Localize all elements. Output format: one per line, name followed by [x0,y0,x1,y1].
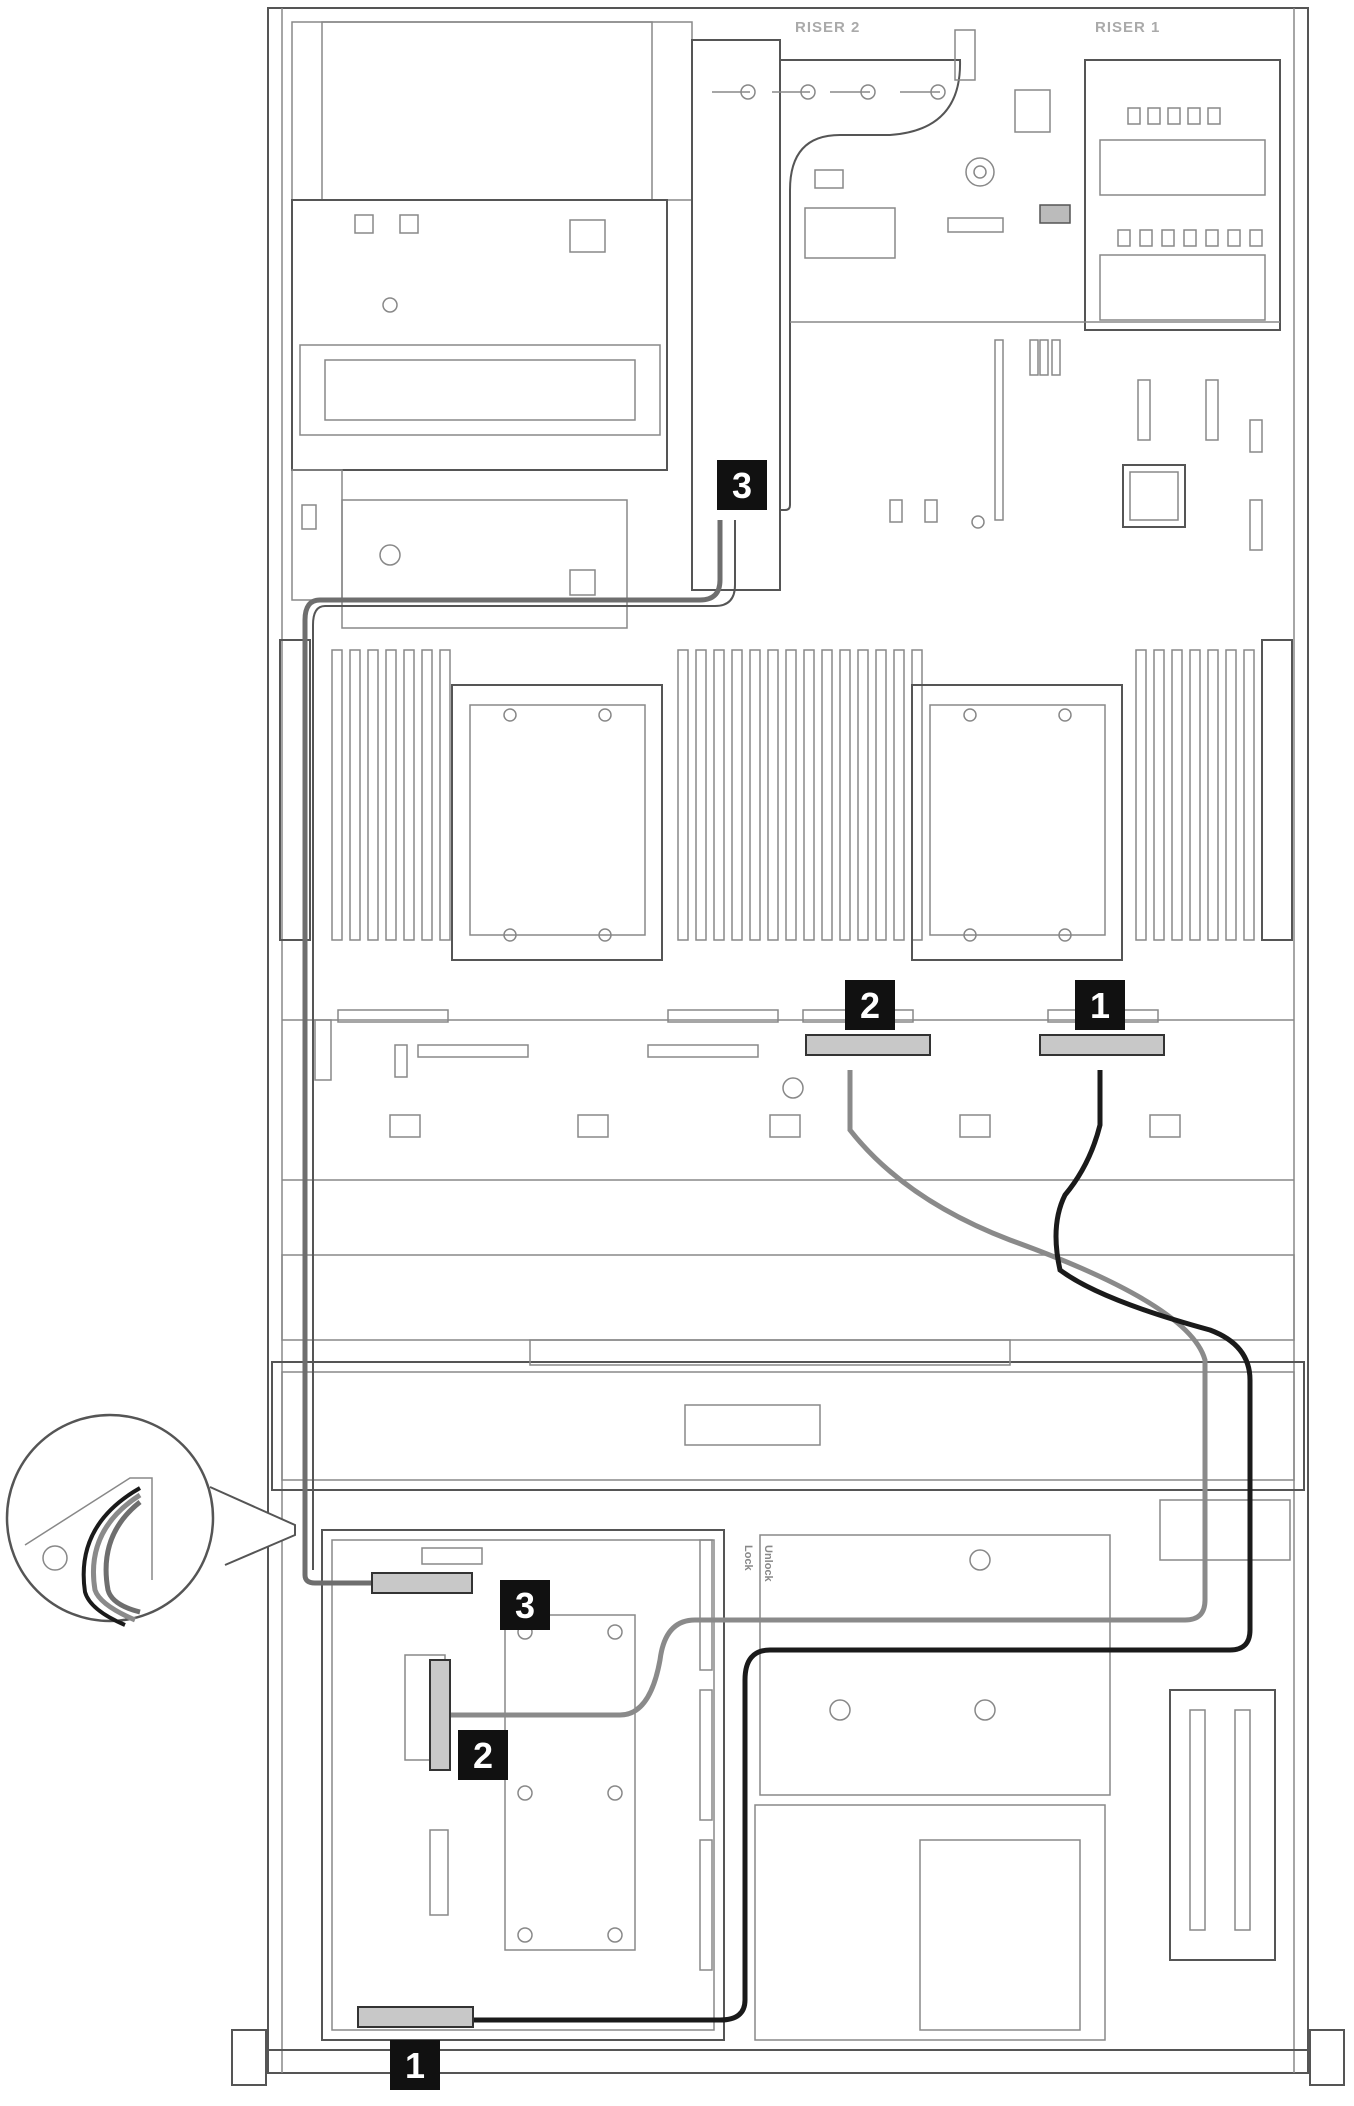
riser-1-label: RISER 1 [1095,19,1160,36]
cable-2 [450,1070,1208,1718]
psu-area [291,21,693,629]
cables [302,520,1253,2023]
callout-1-bottom-label: 1 [405,2045,425,2086]
callout-1-bottom: 1 [390,2040,440,2090]
riser-2: RISER 2 [691,19,976,591]
callout-2-bottom-label: 2 [473,1735,493,1776]
callout-2-top-label: 2 [860,985,880,1026]
chassis [231,7,1345,2086]
lock-label: Lock [742,1545,754,1572]
connector-2-system-board [805,1034,931,1056]
connectors [357,1034,1165,2028]
front-right-bays [754,1499,1291,2041]
system-board-upper [790,157,1280,551]
system-board-lower [282,1009,1294,1181]
callout-3-bottom: 3 [500,1580,550,1630]
cable-1 [440,1070,1253,2023]
cable-3 [302,520,723,1586]
connector-1-backplane [357,2006,474,2028]
connector-3-backplane [371,1572,473,1594]
connector-2-backplane [429,1659,451,1771]
zoom-inset [5,1413,296,1627]
callout-2-top: 2 [845,980,895,1030]
unlock-label: Unlock [762,1545,774,1583]
callout-3-bottom-label: 3 [515,1585,535,1626]
callout-2-bottom: 2 [458,1730,508,1780]
riser-2-label: RISER 2 [795,19,860,36]
connector-1-system-board [1039,1034,1165,1056]
cable-3-second [312,520,736,1570]
fan-cage [271,1254,1305,1491]
memory-and-cpus [279,639,1293,961]
callout-1-top-label: 1 [1090,985,1110,1026]
callout-3-top-label: 3 [732,465,752,506]
callout-markers: 3 2 1 3 2 1 [390,460,1125,2090]
riser-1: RISER 1 [1014,19,1281,331]
callout-3-top: 3 [717,460,767,510]
callout-1-top: 1 [1075,980,1125,1030]
